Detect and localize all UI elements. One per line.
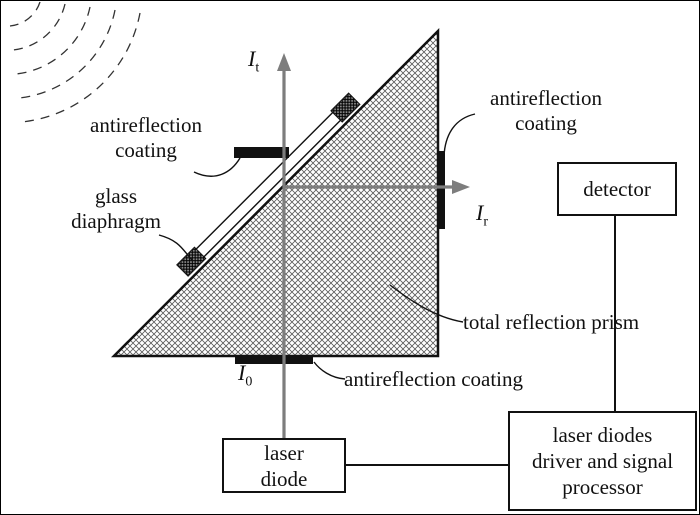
intensity-subscript: 0 [245, 374, 253, 390]
leader-total-reflection-prism [389, 284, 464, 323]
antireflection-coating-bottom-bar [235, 356, 313, 364]
intensity-symbol: I [476, 200, 484, 225]
driver-signal-processor-box: laser diodes driver and signal processor [508, 411, 697, 511]
driver-label-line: processor [562, 475, 643, 499]
label-glass-diaphragm: glass diaphragm [36, 184, 196, 234]
label-antireflection-coating-top-right: antireflection coating [456, 86, 636, 136]
label-transmitted-intensity: It [248, 46, 260, 76]
driver-label-line: laser diodes [552, 423, 653, 447]
detector-label: detector [583, 177, 651, 201]
leader-lines [158, 113, 476, 380]
leader-glass-diaphragm [158, 234, 194, 262]
label-line: glass [95, 184, 137, 208]
wiring [346, 216, 616, 466]
label-antireflection-coating-bottom: antireflection coating [344, 367, 594, 392]
sound-wave-arcs-icon [9, 1, 141, 123]
detector-box: detector [557, 162, 677, 216]
leader-antireflection-top-left [193, 157, 241, 177]
label-antireflection-coating-top-left: antireflection coating [56, 113, 236, 163]
intensity-symbol: I [238, 360, 246, 385]
antireflection-coating-right-bar [437, 151, 445, 229]
diaphragm-mount-upper [330, 92, 361, 123]
label-reflected-intensity: Ir [476, 200, 488, 230]
label-line: coating [115, 138, 177, 162]
laser-diode-label-line: laser [264, 440, 304, 465]
intensity-subscript: r [483, 214, 488, 230]
label-line: antireflection [490, 86, 602, 110]
glass-diaphragm-assembly [176, 92, 361, 277]
laser-diode-label-line: diode [260, 466, 308, 491]
label-line: antireflection [90, 113, 202, 137]
diaphragm-mount-lower [176, 246, 207, 277]
driver-label-line: driver and signal [531, 449, 674, 473]
intensity-subscript: t [255, 60, 260, 76]
intensity-symbol: I [248, 46, 256, 71]
laser-diode-box: laser diode [222, 438, 346, 493]
label-line: coating [515, 111, 577, 135]
transmitted-beam-arrowhead-icon [277, 53, 291, 71]
label-total-reflection-prism: total reflection prism [463, 310, 673, 335]
leader-antireflection-bottom [313, 361, 346, 380]
laser-beams [277, 53, 470, 438]
label-line: antireflection coating [344, 367, 524, 391]
reflected-beam-arrowhead-icon [452, 180, 470, 194]
label-line: total reflection prism [463, 310, 640, 334]
label-incident-intensity: I0 [238, 360, 253, 390]
leader-antireflection-top-right [443, 113, 476, 157]
label-line: diaphragm [71, 209, 161, 233]
antireflection-coating-diaphragm-bar [234, 147, 289, 158]
